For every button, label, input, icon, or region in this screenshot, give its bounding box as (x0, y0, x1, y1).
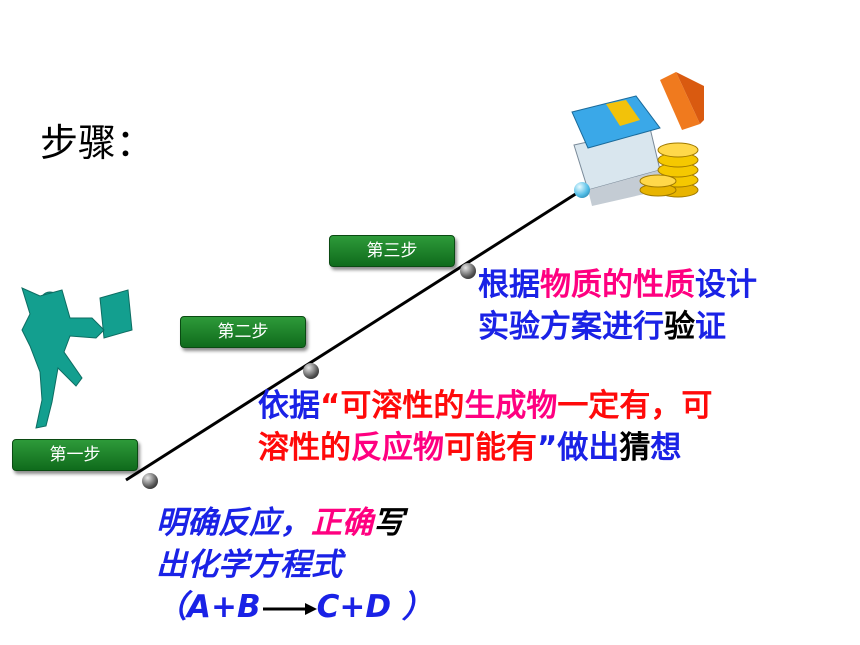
climber-figure-icon (21, 287, 133, 429)
house-coins-icon (571, 72, 704, 206)
step2-seg: 依据 (258, 388, 320, 424)
right-arrow-icon (262, 602, 317, 615)
step-button-3[interactable]: 第三步 (329, 235, 455, 267)
slide-title: 步骤： (40, 121, 155, 165)
step1-seg: 正确 (311, 505, 373, 541)
step2-line-1: 依据“可溶性的生成物一定有，可 (258, 385, 712, 427)
step-bead-1 (142, 473, 158, 489)
top-bead (574, 182, 590, 198)
step1-seg: 写 (373, 505, 404, 541)
step2-seg: ”做出 (537, 430, 620, 466)
step-button-2[interactable]: 第二步 (180, 316, 306, 348)
step3-line-2: 实验方案进行验证 (478, 306, 757, 348)
step3-seg: 根据 (478, 267, 540, 303)
step3-seg: 设计 (695, 267, 757, 303)
equation-left: （A+B (156, 589, 261, 625)
step3-line-1: 根据物质的性质设计 (478, 264, 757, 306)
step2-seg: 反应物 (351, 430, 444, 466)
step1-line-3: （A+B C+D ） (156, 586, 433, 628)
step-button-1[interactable]: 第一步 (12, 439, 138, 471)
step1-text: 明确反应，正确写 出化学方程式 （A+B C+D ） (156, 502, 433, 628)
step2-seg: “可溶性的 (320, 388, 465, 424)
step1-line-2: 出化学方程式 (156, 547, 342, 583)
step3-seg: 实验方案进行 (478, 309, 664, 345)
step-bead-3 (460, 263, 476, 279)
step2-seg: 溶性的 (258, 430, 351, 466)
step2-seg: 可能有 (444, 430, 537, 466)
step3-seg: 物质的性质 (540, 267, 695, 303)
step2-seg: 一定有，可 (557, 388, 713, 424)
step3-text: 根据物质的性质设计 实验方案进行验证 (478, 264, 757, 348)
step1-seg: 明确反应， (156, 505, 311, 541)
step2-text: 依据“可溶性的生成物一定有，可 溶性的反应物可能有”做出猜想 (258, 385, 712, 469)
step3-seg: 验 (664, 309, 695, 345)
step2-seg: 猜 (619, 430, 651, 466)
step2-line-2: 溶性的反应物可能有”做出猜想 (258, 427, 712, 469)
step3-seg: 证 (695, 309, 726, 345)
equation-right: C+D ） (316, 589, 433, 625)
step2-seg: 生成物 (464, 388, 558, 424)
step-bead-2 (303, 363, 319, 379)
step1-line-1: 明确反应，正确写 (156, 502, 433, 544)
progress-line (125, 186, 586, 482)
step2-seg: 想 (650, 430, 682, 466)
